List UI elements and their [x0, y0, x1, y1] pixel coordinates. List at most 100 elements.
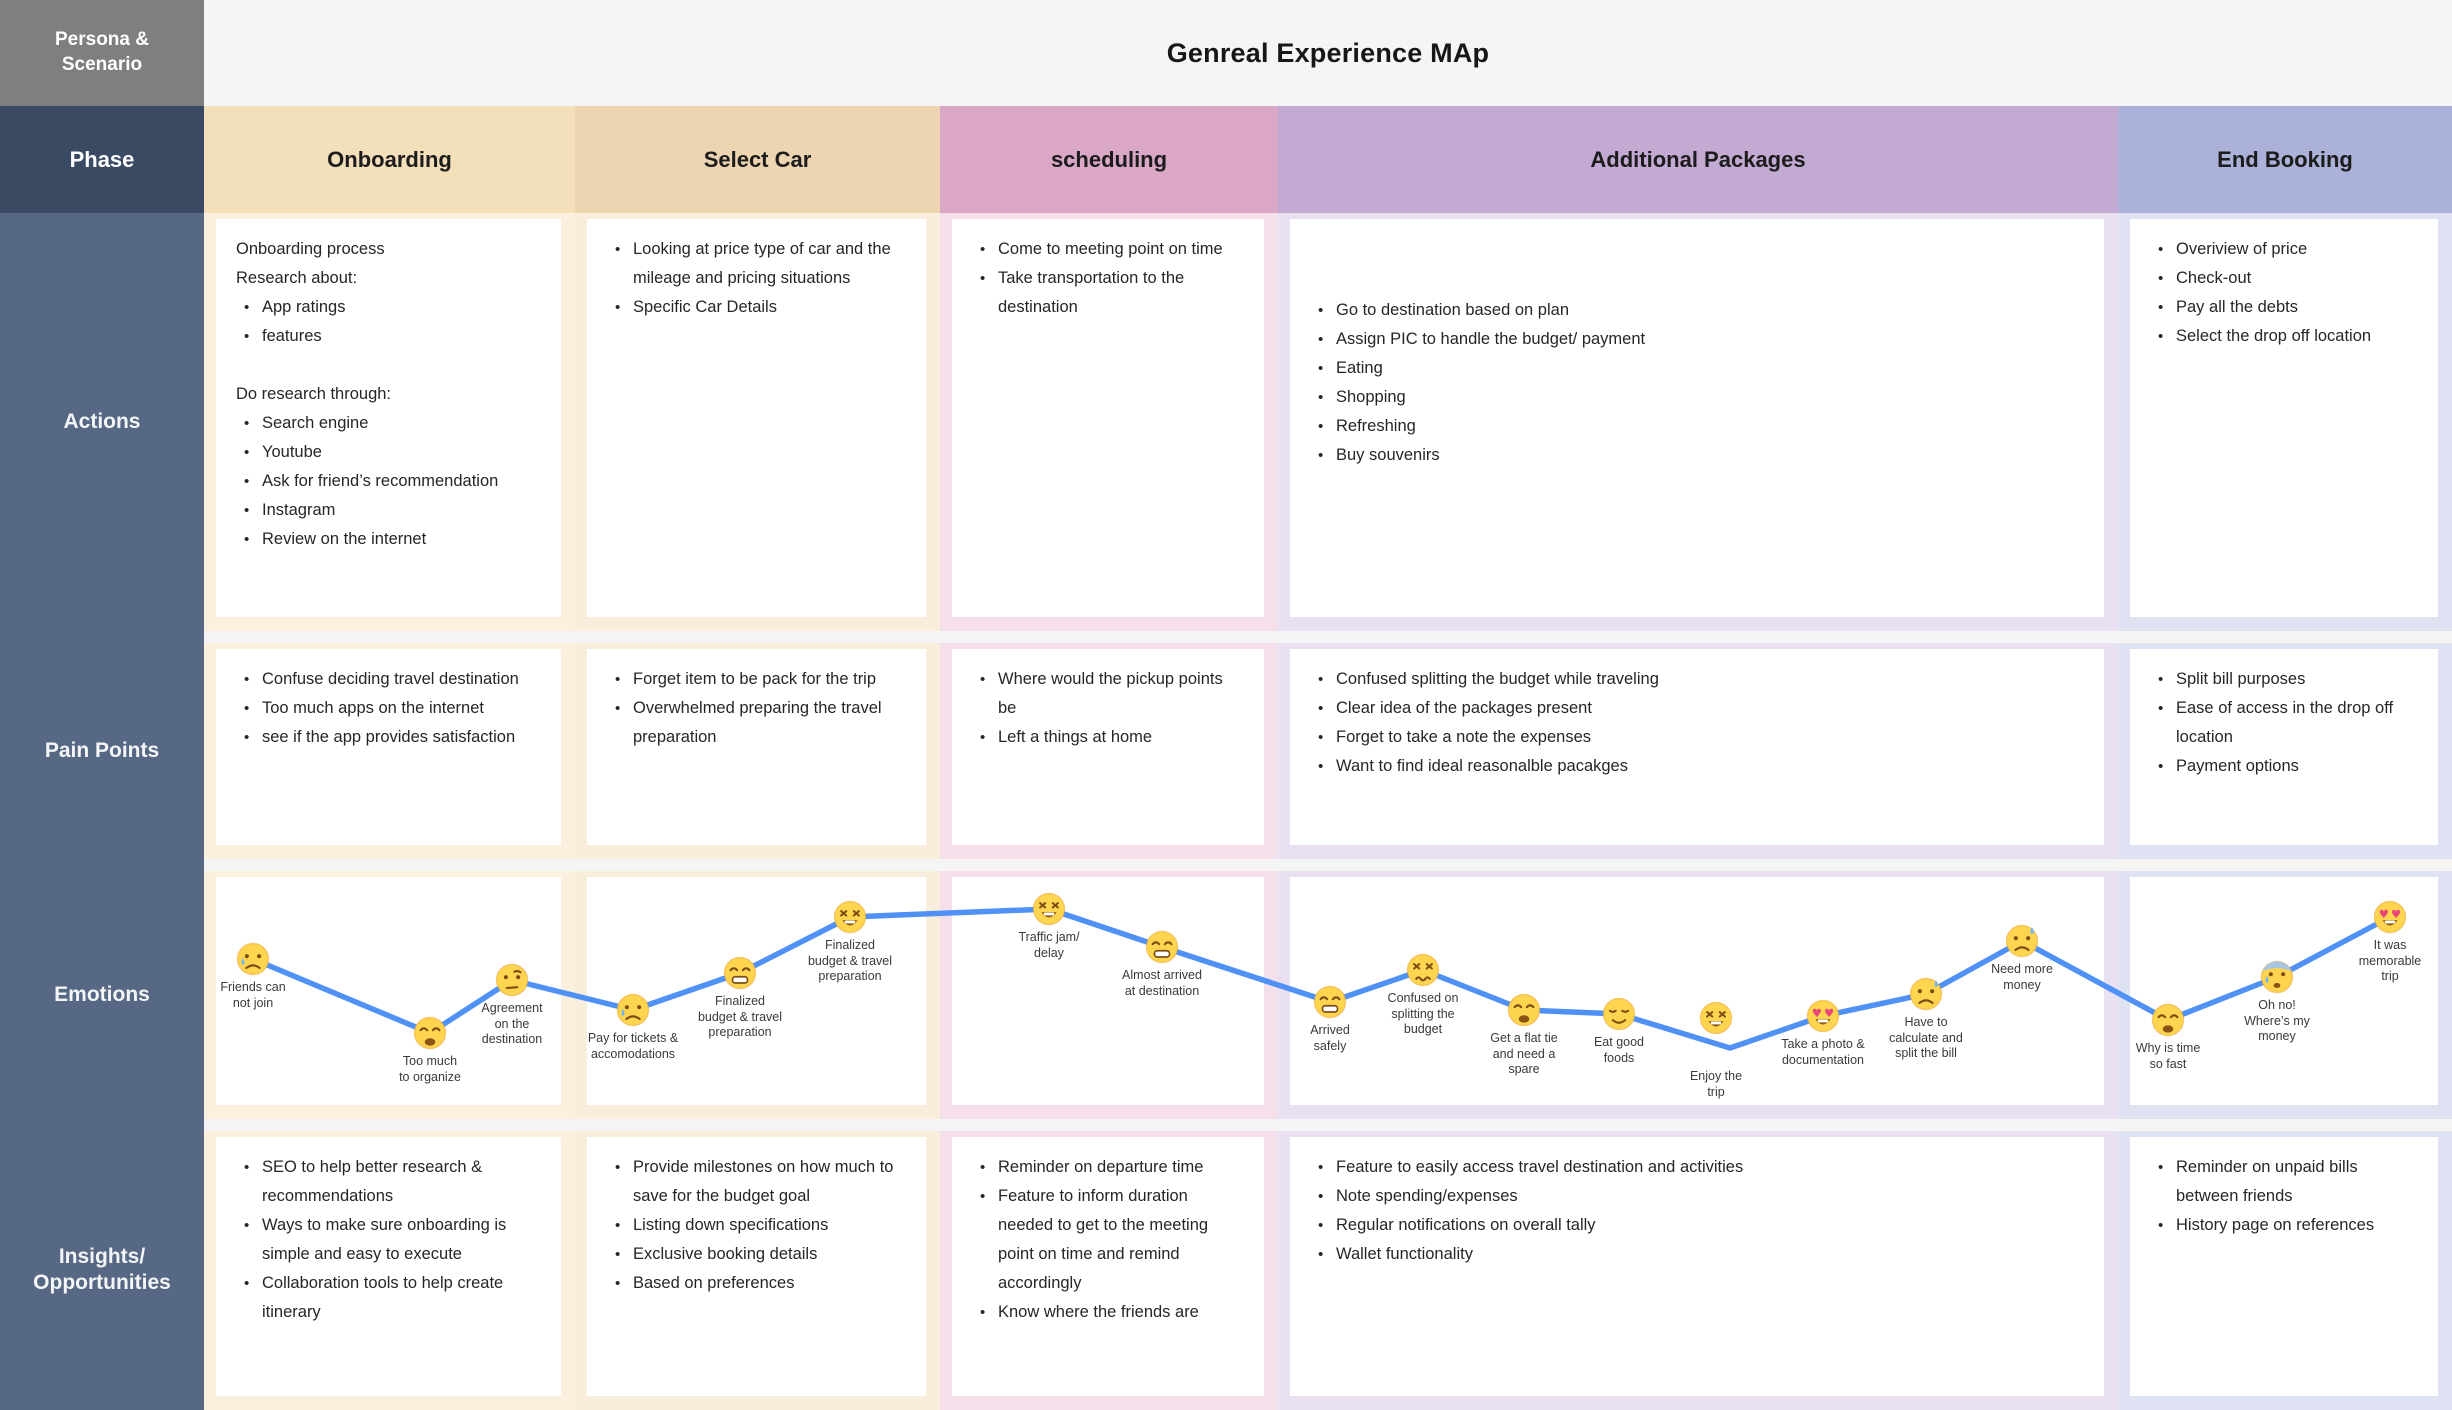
pain-points-card-additional-packages: Confused splitting the budget while trav…: [1290, 649, 2104, 845]
insights-card-end-booking: Reminder on unpaid bills between friends…: [2130, 1137, 2438, 1396]
bullet-item: Collaboration tools to help create itine…: [236, 1269, 541, 1327]
card-content: Confused splitting the budget while trav…: [1290, 649, 2104, 791]
text-line: Onboarding process: [236, 240, 385, 258]
bullet-item: Reminder on departure time: [972, 1153, 1244, 1182]
bullet-item: Feature to inform duration needed to get…: [972, 1182, 1244, 1298]
card-content: Where would the pickup points beLeft a t…: [952, 649, 1264, 762]
bullet-item: Overiview of price: [2150, 235, 2418, 264]
pain-points-card-scheduling: Where would the pickup points beLeft a t…: [952, 649, 1264, 845]
sidebar-label-emotions: Emotions: [54, 982, 150, 1006]
bullet-item: Wallet functionality: [1310, 1240, 2084, 1269]
actions-card-select-car: Looking at price type of car and the mil…: [587, 219, 926, 617]
bullet-item: Know where the friends are: [972, 1298, 1244, 1327]
card-content: Split bill purposesEase of access in the…: [2130, 649, 2438, 791]
bullet-item: Take transportation to the destination: [972, 264, 1244, 322]
bullet-item: Forget to take a note the expenses: [1310, 723, 2084, 752]
bullet-item: Where would the pickup points be: [972, 665, 1244, 723]
bullet-item: Come to meeting point on time: [972, 235, 1244, 264]
card-content: Provide milestones on how much to save f…: [587, 1137, 926, 1308]
bullet-item: features: [236, 322, 541, 351]
bullet-item: Ways to make sure onboarding is simple a…: [236, 1211, 541, 1269]
emotions-card-additional-packages: [1290, 877, 2104, 1105]
bullet-item: Confuse deciding travel destination: [236, 665, 541, 694]
text-line: Do research through:: [236, 385, 392, 403]
spacer: [236, 351, 541, 380]
bullet-item: Clear idea of the packages present: [1310, 694, 2084, 723]
card-content: Looking at price type of car and the mil…: [587, 219, 926, 332]
bullet-item: Overwhelmed preparing the travel prepara…: [607, 694, 906, 752]
bullet-item: Too much apps on the internet: [236, 694, 541, 723]
card-content: Reminder on unpaid bills between friends…: [2130, 1137, 2438, 1250]
bullet-item: Select the drop off location: [2150, 322, 2418, 351]
bullet-item: Refreshing: [1310, 412, 2084, 441]
phase-header-scheduling: scheduling: [940, 106, 1278, 213]
bullet-item: Instagram: [236, 496, 541, 525]
bullet-item: History page on references: [2150, 1211, 2418, 1240]
bullet-item: Left a things at home: [972, 723, 1244, 752]
bullet-item: Listing down specifications: [607, 1211, 906, 1240]
sidebar-label-actions: Actions: [63, 409, 141, 433]
actions-card-scheduling: Come to meeting point on timeTake transp…: [952, 219, 1264, 617]
phase-header-additional-packages: Additional Packages: [1278, 106, 2118, 213]
bullet-item: Buy souvenirs: [1310, 441, 2084, 470]
insights-card-additional-packages: Feature to easily access travel destinat…: [1290, 1137, 2104, 1396]
bullet-item: Note spending/expenses: [1310, 1182, 2084, 1211]
bullet-item: Reminder on unpaid bills between friends: [2150, 1153, 2418, 1211]
bullet-item: Eating: [1310, 354, 2084, 383]
bullet-item: Check-out: [2150, 264, 2418, 293]
bullet-item: Shopping: [1310, 383, 2084, 412]
phase-header-onboarding: Onboarding: [204, 106, 575, 213]
bullet-item: SEO to help better research & recommenda…: [236, 1153, 541, 1211]
card-content: Go to destination based on planAssign PI…: [1290, 219, 2104, 480]
card-content: Overiview of priceCheck-outPay all the d…: [2130, 219, 2438, 361]
insights-card-scheduling: Reminder on departure timeFeature to inf…: [952, 1137, 1264, 1396]
bullet-item: Youtube: [236, 438, 541, 467]
emotions-card-select-car: [587, 877, 926, 1105]
card-content: Feature to easily access travel destinat…: [1290, 1137, 2104, 1279]
bullet-item: Review on the internet: [236, 525, 541, 554]
bullet-item: Want to find ideal reasonalble pacakges: [1310, 752, 2084, 781]
card-content: Reminder on departure timeFeature to inf…: [952, 1137, 1264, 1337]
card-content: SEO to help better research & recommenda…: [216, 1137, 561, 1337]
card-content: Come to meeting point on timeTake transp…: [952, 219, 1264, 332]
phase-header-end-booking: End Booking: [2118, 106, 2452, 213]
sidebar-label-insights: Insights/ Opportunities: [33, 1244, 171, 1294]
bullet-item: Ask for friend’s recommendation: [236, 467, 541, 496]
bullet-item: Exclusive booking details: [607, 1240, 906, 1269]
text-line: Research about:: [236, 269, 358, 287]
sidebar-label-pain-points: Pain Points: [44, 738, 160, 762]
pain-points-card-end-booking: Split bill purposesEase of access in the…: [2130, 649, 2438, 845]
bullet-item: Confused splitting the budget while trav…: [1310, 665, 2084, 694]
actions-card-end-booking: Overiview of priceCheck-outPay all the d…: [2130, 219, 2438, 617]
card-content: Forget item to be pack for the tripOverw…: [587, 649, 926, 762]
actions-card-additional-packages: Go to destination based on planAssign PI…: [1290, 219, 2104, 617]
insights-card-select-car: Provide milestones on how much to save f…: [587, 1137, 926, 1396]
phase-header-select-car: Select Car: [575, 106, 940, 213]
bullet-item: Feature to easily access travel destinat…: [1310, 1153, 2084, 1182]
bullet-item: Go to destination based on plan: [1310, 296, 2084, 325]
bullet-item: Split bill purposes: [2150, 665, 2418, 694]
bullet-item: Assign PIC to handle the budget/ payment: [1310, 325, 2084, 354]
bullet-item: see if the app provides satisfaction: [236, 723, 541, 752]
bullet-item: App ratings: [236, 293, 541, 322]
bullet-item: Ease of access in the drop off location: [2150, 694, 2418, 752]
persona-scenario-header: Persona & Scenario: [0, 0, 204, 106]
bullet-item: Payment options: [2150, 752, 2418, 781]
page-title: Genreal Experience MAp: [1166, 37, 1490, 68]
bullet-item: Based on preferences: [607, 1269, 906, 1298]
bullet-item: Pay all the debts: [2150, 293, 2418, 322]
bullet-item: Search engine: [236, 409, 541, 438]
emotions-card-onboarding: [216, 877, 561, 1105]
row-label-sidebar: Actions Pain Points Emotions Insights/ O…: [0, 213, 204, 1410]
insights-card-onboarding: SEO to help better research & recommenda…: [216, 1137, 561, 1396]
phase-row-label: Phase: [0, 106, 204, 213]
card-content: Confuse deciding travel destinationToo m…: [216, 649, 561, 762]
emotions-card-scheduling: [952, 877, 1264, 1105]
pain-points-card-select-car: Forget item to be pack for the tripOverw…: [587, 649, 926, 845]
emotions-card-end-booking: [2130, 877, 2438, 1105]
bullet-item: Regular notifications on overall tally: [1310, 1211, 2084, 1240]
bullet-item: Forget item to be pack for the trip: [607, 665, 906, 694]
